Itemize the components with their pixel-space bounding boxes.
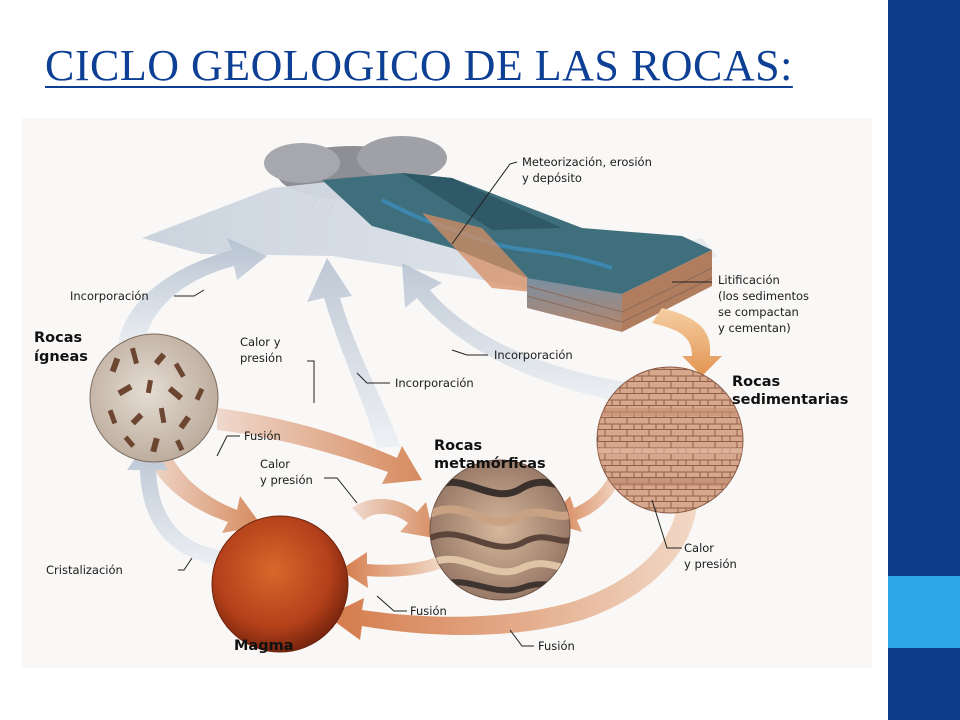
leader-lines <box>174 161 712 647</box>
label-calor-presion-3: Calor y presión <box>684 541 737 571</box>
landscape-illustration <box>142 136 717 332</box>
label-fusion-2: Fusión <box>410 604 447 618</box>
label-incorporacion-top: Incorporación <box>70 289 149 303</box>
litificacion-line-2: (los sedimentos <box>718 289 809 303</box>
label-incorporacion-mid: Incorporación <box>494 348 573 362</box>
igneas-line-1: Rocas <box>34 330 82 346</box>
label-rocas-igneas: Rocas ígneas <box>34 330 88 365</box>
calor-presion-3-line-1: Calor <box>684 541 714 555</box>
igneous-rock-circle <box>89 333 219 463</box>
sedimentarias-line-1: Rocas <box>732 374 780 390</box>
magma-circle <box>211 515 349 653</box>
calor-presion-1-line-1: Calor y <box>240 335 281 349</box>
litificacion-line-3: se compactan <box>718 305 799 319</box>
label-rocas-metamorficas: Rocas metamórficas <box>434 438 546 472</box>
label-litificacion: Litificación (los sedimentos se compacta… <box>718 273 813 335</box>
meteorizacion-line-1: Meteorización, erosión <box>522 155 652 169</box>
sedimentary-rock-circle <box>596 366 744 514</box>
calor-presion-2-line-2: y presión <box>260 473 313 487</box>
igneas-line-2: ígneas <box>34 349 88 365</box>
label-rocas-sedimentarias: Rocas sedimentarias <box>732 374 848 408</box>
label-meteorizacion: Meteorización, erosión y depósito <box>522 155 656 185</box>
metamorficas-line-2: metamórficas <box>434 456 546 472</box>
litificacion-line-1: Litificación <box>718 273 780 287</box>
litificacion-line-4: y cementan) <box>718 321 791 335</box>
calor-presion-1-line-2: presión <box>240 351 282 365</box>
sedimentarias-line-2: sedimentarias <box>732 392 848 408</box>
label-calor-presion-1: Calor y presión <box>240 335 284 365</box>
side-accent-block <box>888 576 960 648</box>
label-fusion-3: Fusión <box>538 639 575 653</box>
label-incorporacion-low: Incorporación <box>395 376 474 390</box>
label-calor-presion-2: Calor y presión <box>260 457 313 487</box>
label-cristalizacion: Cristalización <box>46 563 123 577</box>
rock-cycle-diagram: Meteorización, erosión y depósito Litifi… <box>22 118 872 668</box>
meteorizacion-line-2: y depósito <box>522 171 582 185</box>
slide-title: CICLO GEOLOGICO DE LAS ROCAS: <box>45 41 793 90</box>
label-fusion-1: Fusión <box>244 429 281 443</box>
calor-presion-3-line-2: y presión <box>684 557 737 571</box>
metamorficas-line-1: Rocas <box>434 438 482 454</box>
metamorphic-rock-circle <box>429 459 571 601</box>
label-magma: Magma <box>234 638 294 654</box>
calor-presion-2-line-1: Calor <box>260 457 290 471</box>
